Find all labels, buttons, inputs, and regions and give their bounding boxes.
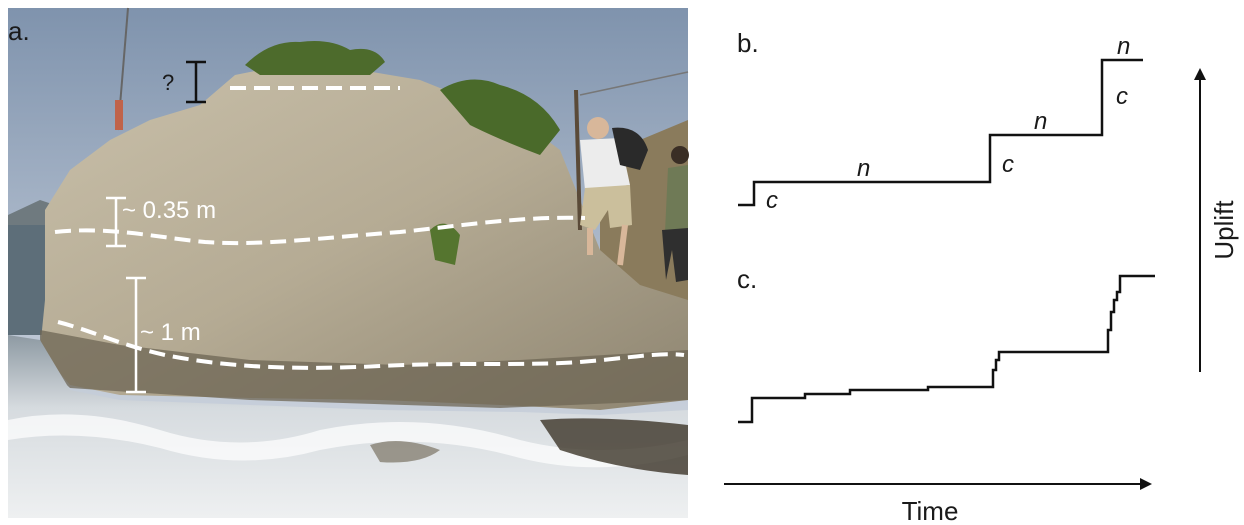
notch-line-lower — [57, 320, 685, 370]
notch-line-middle — [54, 215, 586, 246]
panel-label-a: a. — [8, 16, 30, 46]
phase-n-1: n — [857, 155, 870, 182]
rock-lower-band — [40, 330, 688, 408]
phase-n-2: n — [1034, 108, 1047, 135]
uplift-curve-regular — [738, 58, 1143, 207]
panel-label-c: c. — [737, 264, 757, 294]
uplift-curve-irregular — [738, 274, 1155, 424]
label-gap-lower: ~ 1 m — [140, 319, 201, 346]
phase-c-1: c — [766, 187, 778, 214]
shore-pebbles — [540, 418, 688, 475]
person-standing — [662, 146, 689, 282]
vegetation-mid — [430, 223, 460, 265]
panel-label-b: b. — [737, 28, 759, 58]
vegetation-right — [440, 79, 560, 155]
power-line — [579, 71, 689, 96]
pole-top — [115, 100, 123, 130]
submerged-rock — [370, 441, 440, 463]
surf-foam — [8, 414, 688, 468]
vegetation-top — [245, 41, 385, 75]
utility-pole — [574, 89, 582, 231]
field-photo: ? ~ 0.35 m ~ 1 m — [8, 7, 689, 518]
phase-c-2: c — [1002, 151, 1014, 178]
phase-n-3: n — [1117, 33, 1130, 60]
scale-bar-lower — [126, 276, 146, 394]
label-question: ? — [162, 70, 174, 95]
scale-bar-question — [186, 60, 206, 104]
uplift-axis-label: Uplift — [1209, 200, 1239, 260]
phase-c-3: c — [1116, 83, 1128, 110]
time-axis-label: Time — [902, 496, 959, 525]
scale-bar-upper — [106, 196, 126, 248]
label-gap-upper: ~ 0.35 m — [122, 197, 216, 224]
person-climbing — [580, 117, 648, 266]
